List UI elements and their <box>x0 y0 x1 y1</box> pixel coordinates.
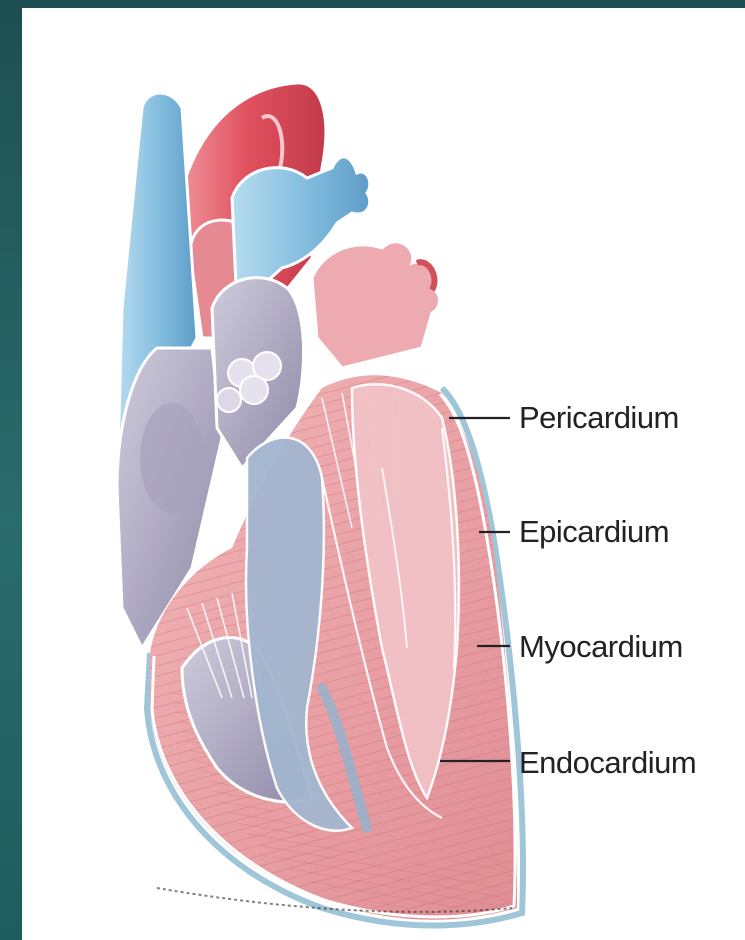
image-panel: Pericardium Epicardium Myocardium Endoca… <box>22 8 745 940</box>
label-pericardium: Pericardium <box>519 400 679 436</box>
label-epicardium: Epicardium <box>519 514 669 550</box>
label-endocardium: Endocardium <box>519 745 696 781</box>
heart-cross-section-illustration <box>22 8 745 940</box>
label-myocardium: Myocardium <box>519 629 683 665</box>
left-atrium <box>312 242 440 368</box>
